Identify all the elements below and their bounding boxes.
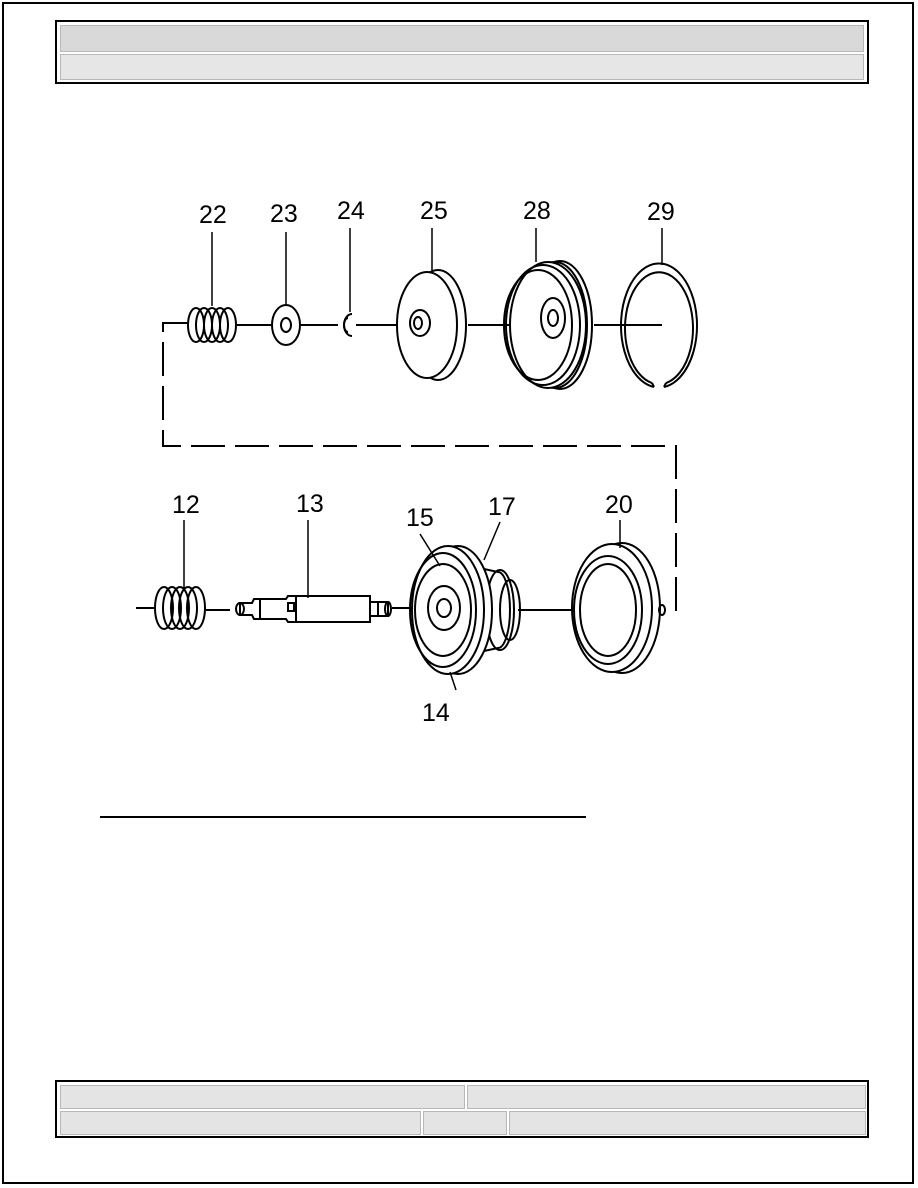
page-footer xyxy=(55,1080,869,1138)
callout-29: 29 xyxy=(647,198,675,226)
part-23-washer xyxy=(271,304,301,346)
exploded-parts-diagram: 22 23 24 25 28 29 12 13 15 17 20 14 xyxy=(136,197,698,727)
part-29-snap-ring xyxy=(620,262,698,388)
callout-25: 25 xyxy=(420,197,448,225)
callout-17: 17 xyxy=(488,493,516,521)
callout-13: 13 xyxy=(296,490,324,518)
part-20-retainer xyxy=(571,542,666,674)
callout-12: 12 xyxy=(172,491,200,519)
callout-leaders xyxy=(183,228,663,691)
part-25-piston xyxy=(396,269,467,381)
footer-cell-left xyxy=(60,1085,465,1109)
header-title-bar xyxy=(60,25,864,52)
part-28-housing xyxy=(503,260,593,390)
part-24-clip xyxy=(343,313,353,337)
callout-20: 20 xyxy=(605,491,633,519)
part-12-spring xyxy=(154,586,206,630)
callout-14: 14 xyxy=(422,699,450,727)
callout-15: 15 xyxy=(406,504,434,532)
callout-23: 23 xyxy=(270,200,298,228)
caption-rule xyxy=(100,816,586,818)
part-14-15-17-valve-body xyxy=(409,545,521,675)
footer-cell-right xyxy=(467,1085,866,1109)
callout-22: 22 xyxy=(199,201,227,229)
callout-24: 24 xyxy=(337,197,365,225)
footer-cell-bottom-left xyxy=(60,1111,421,1135)
page-header xyxy=(55,20,869,84)
footer-cell-bottom-mid xyxy=(423,1111,507,1135)
header-subtitle-bar xyxy=(60,54,864,80)
part-13-shaft xyxy=(235,595,392,623)
dashed-assembly-path xyxy=(162,322,677,611)
callout-28: 28 xyxy=(523,197,551,225)
part-22-spring xyxy=(187,307,237,343)
footer-cell-bottom-right xyxy=(509,1111,866,1135)
